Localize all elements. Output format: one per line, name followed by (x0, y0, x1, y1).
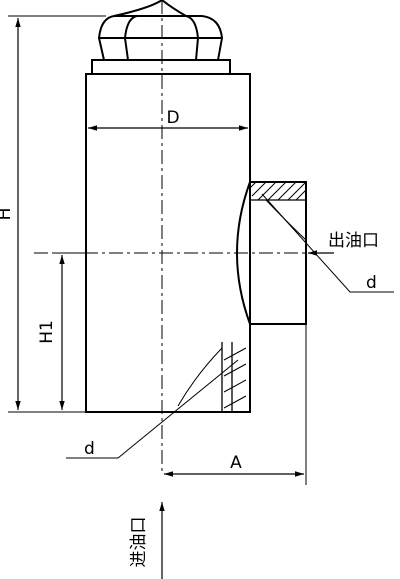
centre-lines (34, 0, 334, 474)
hex-nut-facets (99, 0, 222, 61)
inlet-bore-curve (177, 347, 223, 407)
extension-lines (8, 15, 307, 485)
lower-height-label: H1 (37, 320, 57, 344)
outlet-bore-label: d (366, 273, 377, 293)
inlet-bore-label: d (84, 439, 95, 459)
filter-body (85, 73, 251, 413)
top-hex-cap (91, 0, 231, 75)
outlet-label: 出油口 (328, 231, 379, 251)
height-label: H (0, 208, 15, 221)
diameter-label: D (166, 108, 179, 128)
inlet-bore-leader (66, 359, 239, 459)
inlet-bore (177, 340, 251, 412)
offset-label: A (230, 453, 242, 473)
inlet-label: 进油口 (129, 517, 149, 568)
outlet-thread-hatch (249, 181, 307, 201)
inlet-thread-hatch (223, 347, 247, 409)
leader-lines (66, 193, 394, 459)
hex-nut-outline (97, 15, 224, 61)
outlet-bore-leader (261, 193, 394, 293)
cap-base-flange (91, 59, 231, 75)
dimension-lines (15, 18, 334, 579)
outlet-port-outline (250, 181, 307, 325)
